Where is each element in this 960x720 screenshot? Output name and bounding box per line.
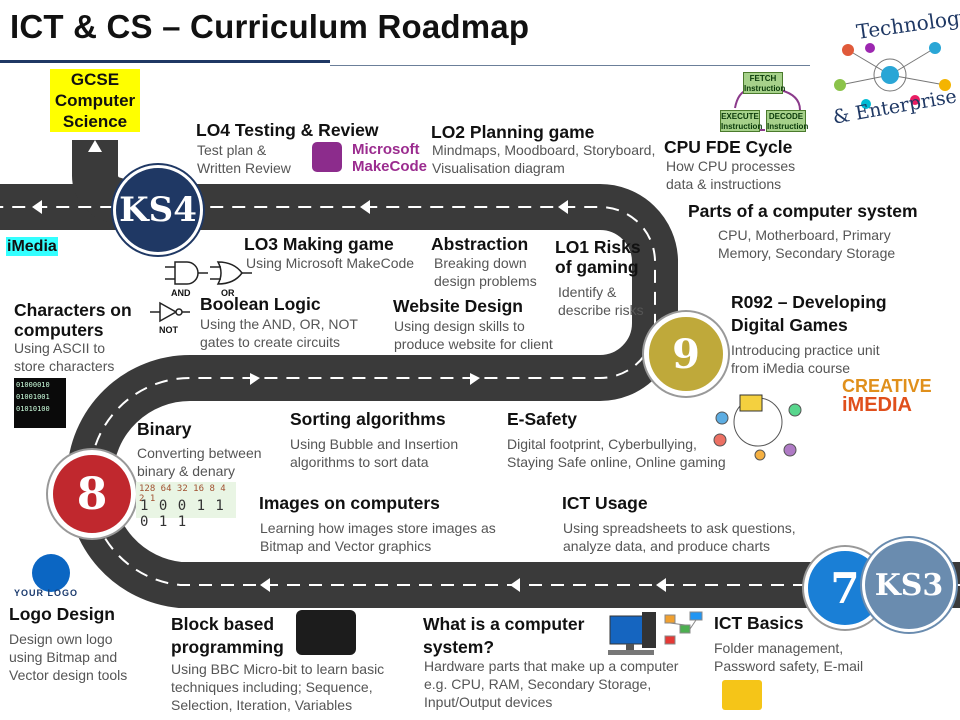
esafety-icon — [713, 394, 802, 461]
topic-what-is-desc: Hardware parts that make up a computer e… — [424, 658, 679, 710]
road-arrows — [32, 140, 666, 592]
gate-and-label: AND — [171, 288, 191, 298]
computer-system-icon — [608, 612, 656, 655]
topic-ict-basics-title: ICT Basics — [714, 613, 804, 633]
fde-fetch-box: FETCH Instruction — [743, 72, 786, 94]
binary-place-values: 128 64 32 16 8 4 2 1 — [139, 484, 226, 504]
topic-abstraction-title: Abstraction — [431, 234, 529, 254]
topic-website-title: Website Design — [393, 296, 523, 316]
topic-sorting-desc: Using Bubble and Insertion algorithms to… — [290, 436, 459, 470]
binary-digits: 1 0 0 1 1 0 1 1 — [140, 498, 225, 530]
road-centerline — [0, 206, 960, 586]
topic-lo3-title: LO3 Making game — [244, 234, 394, 254]
topic-boolean-title: Boolean Logic — [200, 294, 321, 314]
makecode-icon — [312, 142, 342, 172]
topic-r092-title: R092 – Developing Digital Games — [731, 292, 887, 335]
topic-block-desc: Using BBC Micro-bit to learn basic techn… — [171, 661, 385, 713]
arrow-icon — [360, 200, 370, 214]
topic-lo3-desc: Using Microsoft MakeCode — [246, 255, 415, 271]
topic-binary-title: Binary — [137, 419, 192, 439]
topic-lo2-title: LO2 Planning game — [431, 122, 595, 142]
topic-ict-usage-desc: Using spreadsheets to ask questions, ana… — [563, 520, 796, 554]
arrow-icon — [470, 373, 480, 385]
arrow-icon — [656, 578, 666, 592]
gate-not-label: NOT — [159, 325, 178, 335]
topic-logo-desc: Design own logo using Bitmap and Vector … — [9, 631, 128, 683]
topic-esafety-desc: Digital footprint, Cyberbullying, Stayin… — [507, 436, 726, 470]
microbit-icon — [296, 610, 356, 655]
topic-lo2-desc: Mindmaps, Moodboard, Storyboard, Visuali… — [432, 142, 656, 176]
topic-logo-title: Logo Design — [9, 604, 115, 624]
creative-imedia-logo: CREATIVE iMEDIA — [834, 372, 938, 416]
topic-boolean-desc: Using the AND, OR, NOT gates to create c… — [200, 316, 358, 350]
title-underline — [0, 60, 330, 63]
ks3-badge: KS3 — [862, 538, 956, 632]
topic-esafety-title: E-Safety — [507, 409, 578, 429]
year8-badge: 8 — [48, 450, 136, 538]
topic-lo1-title: LO1 Risks of gaming — [555, 237, 641, 277]
creative-logo-text: CREATIVE — [842, 376, 932, 396]
fde-execute-box: EXECUTE Instruction — [720, 110, 763, 132]
makecode-logo-text: Microsoft MakeCode — [352, 141, 428, 175]
arrow-icon — [558, 200, 568, 214]
your-logo-text: YOUR LOGO — [14, 588, 79, 598]
arrow-icon — [88, 140, 102, 152]
arrow-icon — [260, 578, 270, 592]
topic-images-title: Images on computers — [259, 493, 440, 513]
logic-gates-icon — [150, 261, 252, 323]
topic-lo1-desc: Identify & describe risks — [558, 284, 644, 318]
imedia-logo-text: iMEDIA — [842, 394, 912, 416]
topic-r092-desc: Introducing practice unit from iMedia co… — [731, 342, 880, 376]
topic-lo4-title: LO4 Testing & Review — [196, 120, 379, 140]
technology-enterprise-icon — [834, 42, 951, 109]
arrow-icon — [32, 200, 42, 214]
topic-characters-desc: Using ASCII to store characters — [14, 340, 115, 374]
page-title: ICT & CS – Curriculum Roadmap — [10, 8, 530, 45]
fde-decode-box: DECODE Instruction — [766, 110, 809, 132]
topic-parts-desc: CPU, Motherboard, Primary Memory, Second… — [718, 227, 896, 261]
network-diagram-icon — [664, 611, 703, 645]
topic-parts-title: Parts of a computer system — [688, 201, 918, 221]
gate-or-label: OR — [221, 288, 235, 298]
ks4-badge: KS4 — [113, 165, 203, 255]
year9-badge: 9 — [644, 312, 728, 396]
topic-website-desc: Using design skills to produce website f… — [394, 318, 553, 352]
title-divider — [330, 65, 810, 66]
topic-sorting-title: Sorting algorithms — [290, 409, 446, 429]
topic-binary-desc: Converting between binary & denary — [137, 445, 262, 479]
arrow-icon — [510, 578, 520, 592]
gcse-label: GCSE Computer Science — [50, 69, 140, 132]
topic-characters-title: Characters on computers — [14, 300, 132, 340]
topic-what-is-title: What is a computer system? — [423, 614, 585, 657]
your-logo-icon — [32, 554, 70, 592]
topic-lo4-desc: Test plan & Written Review — [197, 142, 291, 176]
binary-conversion-image: 128 64 32 16 8 4 2 1 1 0 0 1 1 0 1 1 — [136, 482, 236, 530]
imedia-label: iMedia — [6, 237, 58, 256]
topic-abstraction-desc: Breaking down design problems — [434, 255, 537, 289]
topic-ict-basics-desc: Folder management, Password safety, E-ma… — [714, 640, 864, 674]
topic-cpu-fde-desc: How CPU processes data & instructions — [666, 158, 796, 192]
arrow-icon — [250, 373, 260, 385]
ascii-image: 01000010 01001001 01010100 — [14, 378, 66, 428]
topic-cpu-fde-title: CPU FDE Cycle — [664, 137, 793, 157]
topic-block-title: Block based programming — [171, 614, 284, 657]
folder-icon — [722, 680, 762, 710]
topic-images-desc: Learning how images store images as Bitm… — [260, 520, 496, 554]
topic-ict-usage-title: ICT Usage — [562, 493, 648, 513]
